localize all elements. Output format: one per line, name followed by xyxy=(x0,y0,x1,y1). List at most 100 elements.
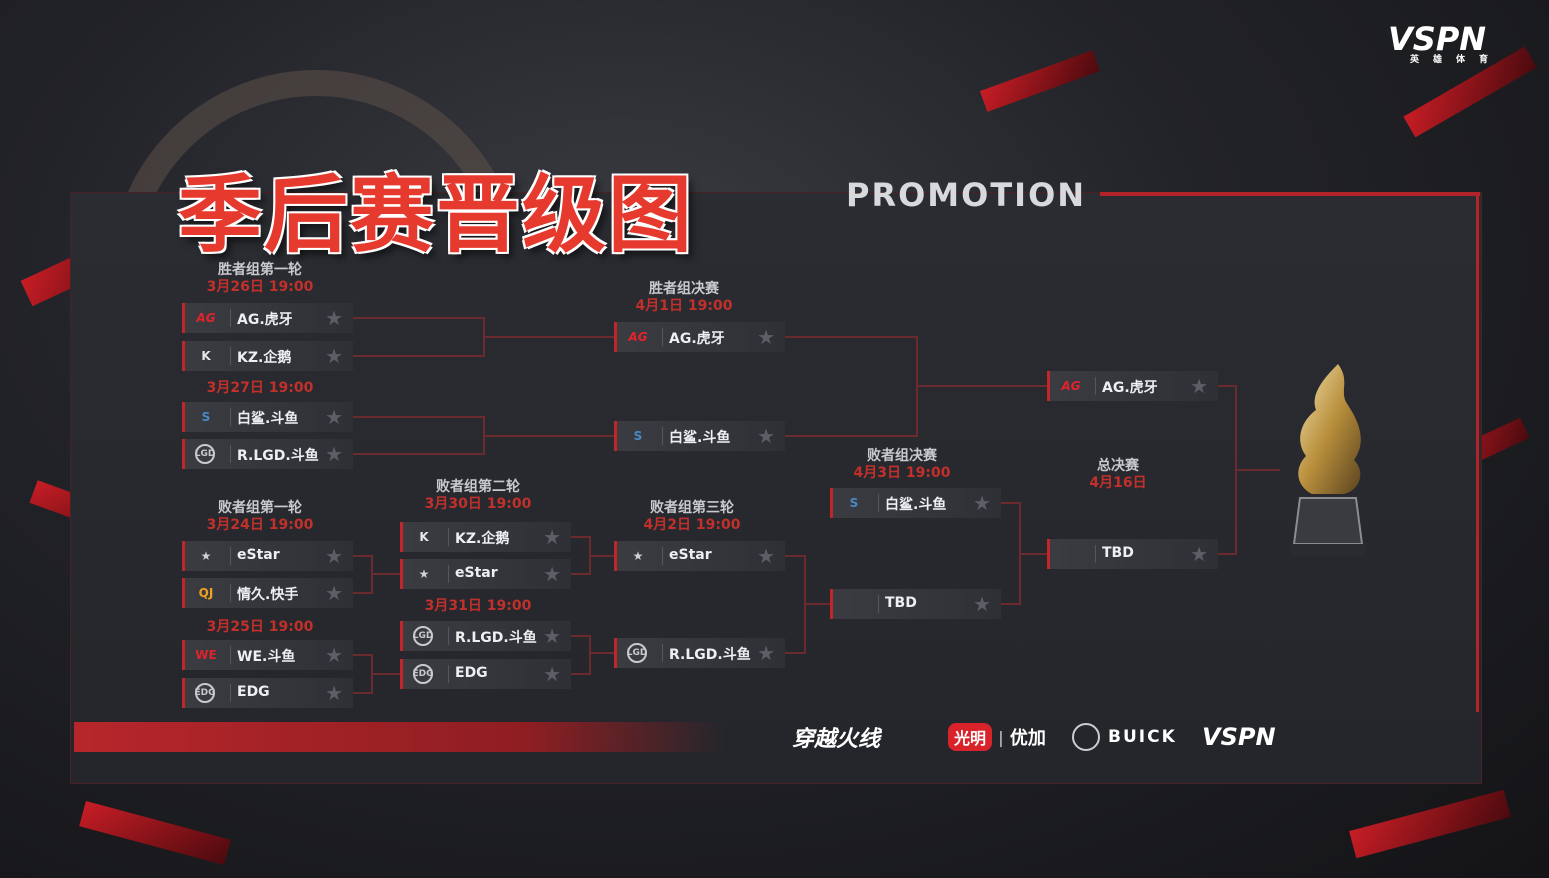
divider xyxy=(1095,545,1096,563)
divider xyxy=(662,427,663,445)
divider xyxy=(662,644,663,662)
round-date-winners-r1-2: 3月27日 19:00 xyxy=(206,380,314,396)
divider xyxy=(1095,377,1096,395)
round-date-losers-r2-2: 3月31日 19:00 xyxy=(424,598,532,614)
team-name: AG.虎牙 xyxy=(669,331,725,347)
team-name: R.LGD.斗鱼 xyxy=(669,647,751,663)
sponsor-buick-logo: BUICK xyxy=(1072,720,1177,754)
divider xyxy=(878,595,879,613)
team-name: AG.虎牙 xyxy=(237,312,293,328)
team-name: 情久.快手 xyxy=(237,587,299,603)
shark-logo-icon: S xyxy=(849,496,859,510)
team-slot[interactable]: TBD★ xyxy=(830,589,1001,619)
frame-accent xyxy=(1100,192,1480,196)
divider xyxy=(662,328,663,346)
sponsor-guangming-logo: 光明|优加 xyxy=(948,720,1046,754)
star-icon: ★ xyxy=(325,344,343,368)
team-name: eStar xyxy=(669,547,712,563)
frame-accent xyxy=(1476,192,1479,712)
divider xyxy=(230,684,231,702)
team-slot[interactable]: AG AG.虎牙 ★ xyxy=(1047,371,1218,401)
divider xyxy=(230,347,231,365)
team-name: 白鲨.斗鱼 xyxy=(885,497,947,513)
lgd-logo-icon: LGD xyxy=(413,626,433,646)
star-icon: ★ xyxy=(543,662,561,686)
ag-logo-icon: AG xyxy=(1061,379,1081,393)
team-slot[interactable]: AG AG.虎牙 ★ xyxy=(614,322,785,352)
team-name: KZ.企鹅 xyxy=(455,531,510,547)
team-name: EDG xyxy=(455,665,488,681)
star-icon: ★ xyxy=(543,624,561,648)
divider xyxy=(448,627,449,645)
divider xyxy=(448,565,449,583)
footer-bar xyxy=(74,722,724,752)
divider xyxy=(448,528,449,546)
star-icon: ★ xyxy=(325,681,343,705)
divider xyxy=(662,547,663,565)
star-icon: ★ xyxy=(1190,542,1208,566)
star-icon: ★ xyxy=(325,442,343,466)
divider xyxy=(230,584,231,602)
page-subtitle: PROMOTION xyxy=(846,176,1087,214)
star-icon: ★ xyxy=(757,325,775,349)
star-icon: ★ xyxy=(757,544,775,568)
team-slot[interactable]: ★eStar★ xyxy=(182,541,353,571)
team-name: R.LGD.斗鱼 xyxy=(237,448,319,464)
sponsor-cf-logo: 穿越火线 xyxy=(792,727,881,752)
edg-logo-icon: EDG xyxy=(195,683,216,703)
kz-logo-icon: K xyxy=(419,530,429,544)
lgd-logo-icon: LGD xyxy=(627,643,647,663)
team-slot[interactable]: TBD ★ xyxy=(1047,539,1218,569)
star-icon: ★ xyxy=(325,306,343,330)
team-name: R.LGD.斗鱼 xyxy=(455,630,537,646)
team-slot[interactable]: S 白鲨.斗鱼 ★ xyxy=(830,488,1001,518)
star-icon: ★ xyxy=(543,525,561,549)
star-icon: ★ xyxy=(1190,374,1208,398)
divider xyxy=(878,494,879,512)
shark-logo-icon: S xyxy=(633,429,643,443)
team-name: TBD xyxy=(1102,545,1134,561)
team-slot[interactable]: EDG EDG ★ xyxy=(182,678,353,708)
star-icon: ★ xyxy=(325,581,343,605)
team-slot[interactable]: LGD R.LGD.斗鱼 ★ xyxy=(614,638,785,668)
team-name: KZ.企鹅 xyxy=(237,350,292,366)
team-name: 白鲨.斗鱼 xyxy=(669,430,731,446)
divider xyxy=(230,309,231,327)
team-name: AG.虎牙 xyxy=(1102,380,1158,396)
team-name: 白鲨.斗鱼 xyxy=(237,411,299,427)
team-name: EDG xyxy=(237,684,270,700)
team-slot[interactable]: ★ eStar ★ xyxy=(614,541,785,571)
team-slot[interactable]: AG AG.虎牙 ★ xyxy=(182,303,353,333)
star-icon: ★ xyxy=(757,641,775,665)
divider xyxy=(230,646,231,664)
team-slot[interactable]: QJ 情久.快手 ★ xyxy=(182,578,353,608)
team-slot[interactable]: K KZ.企鹅 ★ xyxy=(400,522,571,552)
round-date-losers-r1-2: 3月25日 19:00 xyxy=(206,619,314,635)
divider xyxy=(448,665,449,683)
star-icon: ★ xyxy=(973,491,991,515)
star-icon: ★ xyxy=(325,643,343,667)
team-slot[interactable]: ★eStar★ xyxy=(400,559,571,589)
qj-logo-icon: QJ xyxy=(198,586,214,600)
ag-logo-icon: AG xyxy=(196,311,216,325)
star-icon: ★ xyxy=(325,544,343,568)
team-slot[interactable]: LGD R.LGD.斗鱼 ★ xyxy=(182,439,353,469)
estar-logo-icon: ★ xyxy=(632,549,644,563)
lgd-logo-icon: LGD xyxy=(195,444,215,464)
team-name: eStar xyxy=(455,565,498,581)
star-icon: ★ xyxy=(325,405,343,429)
team-slot[interactable]: LGD R.LGD.斗鱼 ★ xyxy=(400,621,571,651)
ag-logo-icon: AG xyxy=(628,330,648,344)
estar-logo-icon: ★ xyxy=(418,567,430,581)
